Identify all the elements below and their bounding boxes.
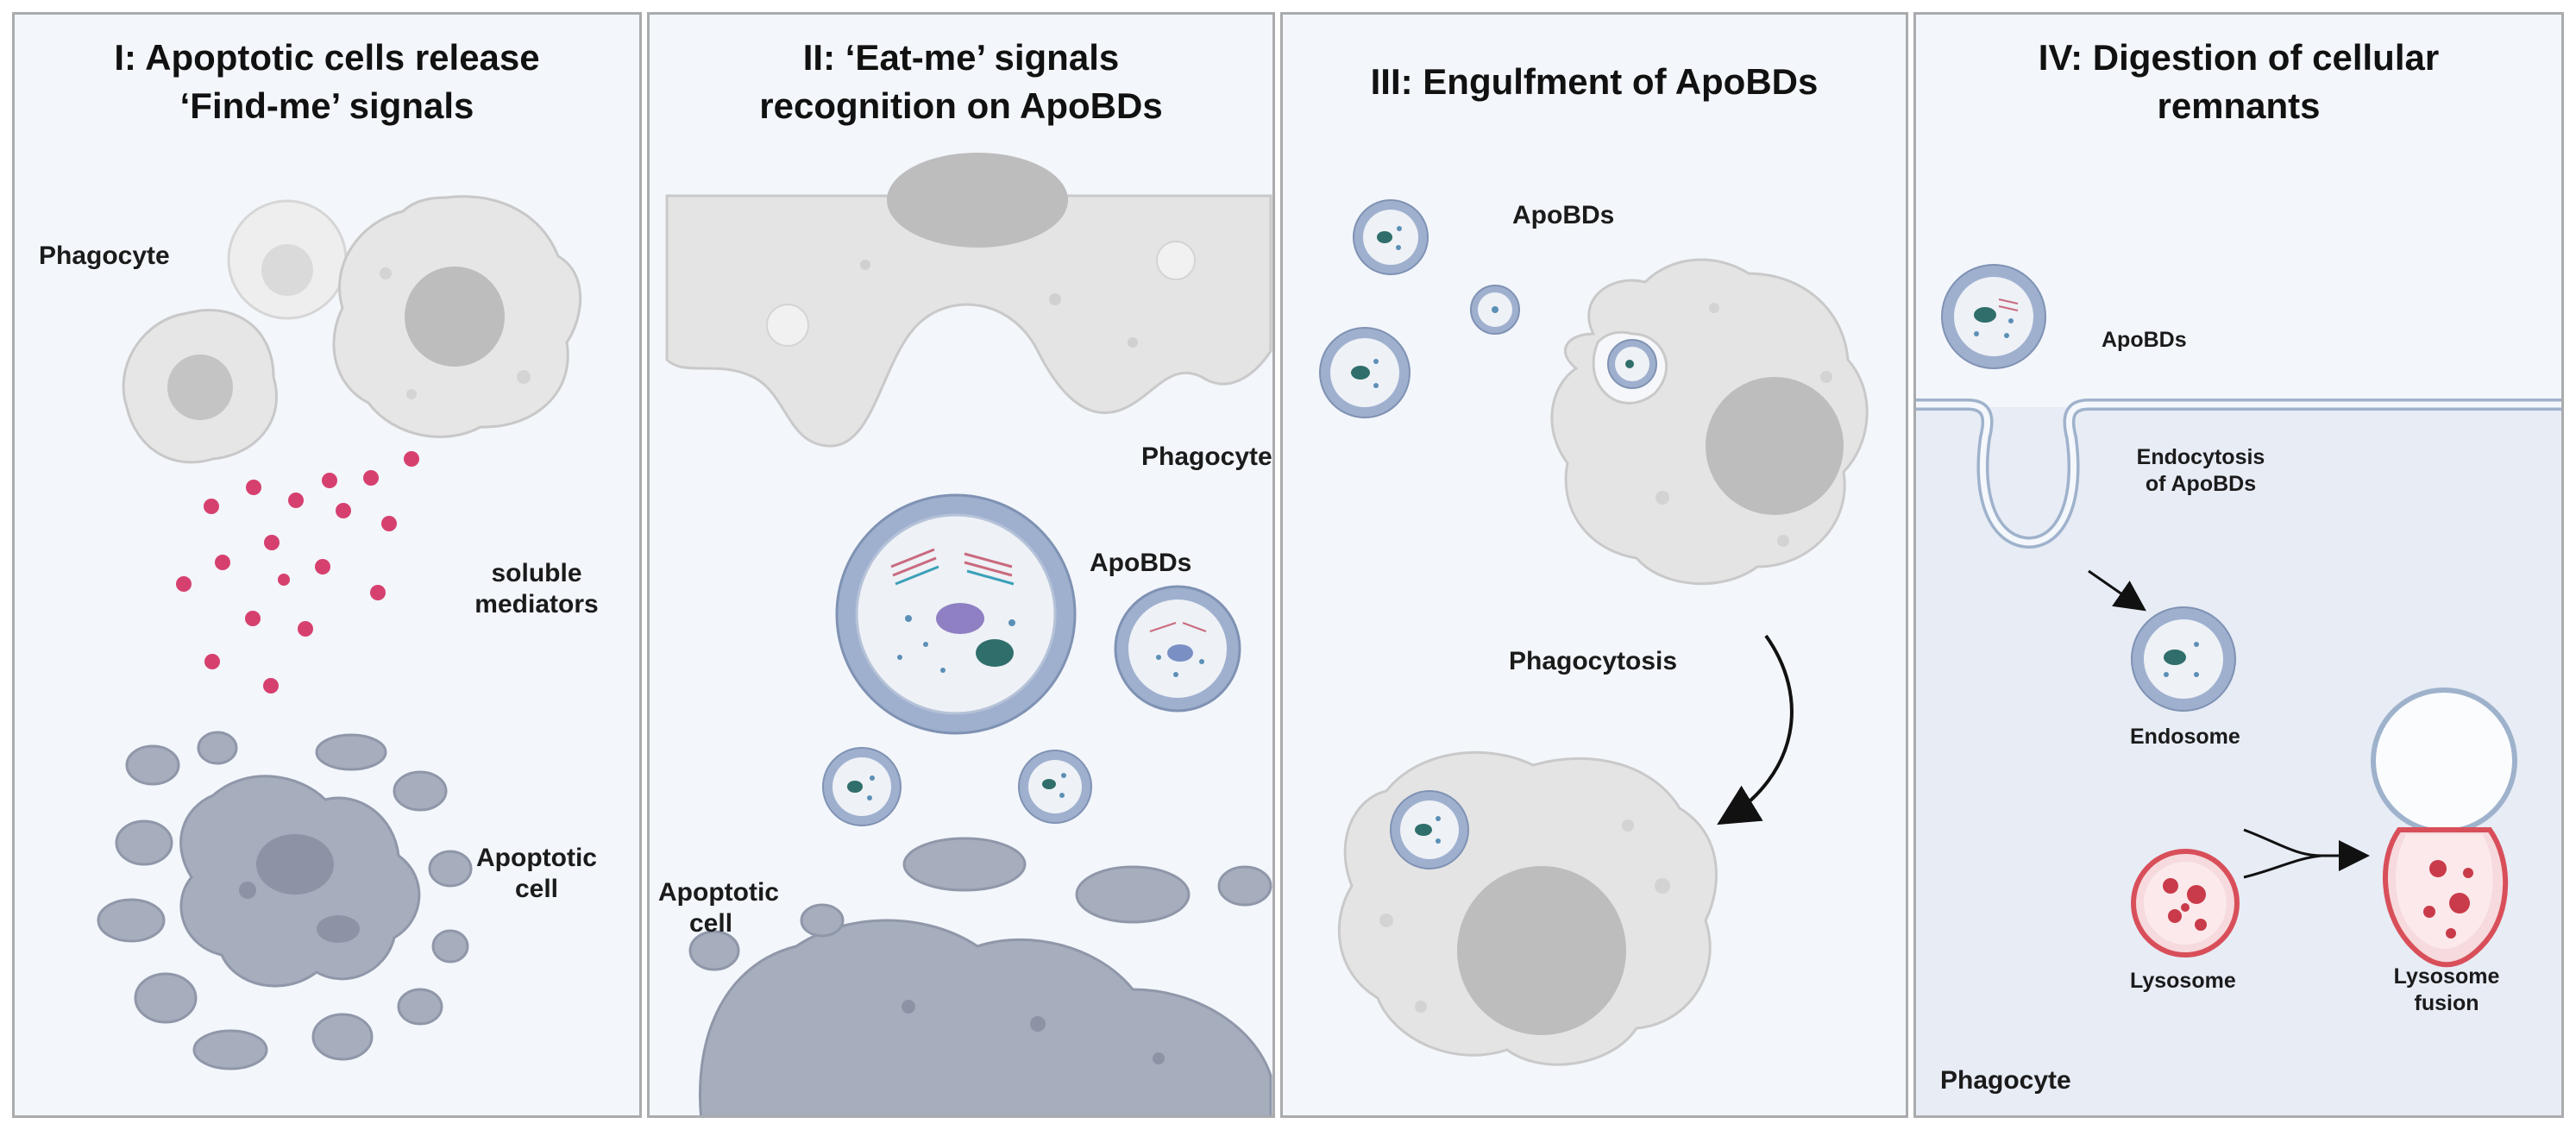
label-mediators-line-2: mediators — [474, 590, 599, 618]
apobd-free-top — [1353, 199, 1429, 275]
lysosome-fusion — [2371, 687, 2517, 968]
apoptotic-cell — [97, 731, 473, 1070]
panel-2-illustration — [665, 153, 1272, 1115]
phagocyte-cell-small — [227, 199, 348, 320]
label-phagocyte: Phagocyte — [1141, 443, 1272, 471]
phagocyte-membrane — [665, 153, 1272, 448]
phagocyte-cell-large — [332, 195, 582, 438]
panel-1-title-line-1: I: Apoptotic cells release — [114, 37, 540, 78]
label-soluble-mediators: soluble mediators — [450, 558, 623, 620]
panel-4-title-line-2: remnants — [2157, 85, 2321, 126]
apobd-small-left — [822, 747, 902, 826]
panel-1-title-line-2: ‘Find-me’ signals — [179, 85, 474, 126]
apobd-medium — [1114, 585, 1241, 713]
panel-eat-me-signals: II: ‘Eat-me’ signals recognition on ApoB… — [647, 12, 1275, 1118]
apobd-large — [835, 493, 1077, 735]
lysosome — [2131, 849, 2240, 957]
label-phagocyte: Phagocyte — [39, 242, 170, 270]
label-endocytosis-line-2: of ApoBDs — [2145, 472, 2257, 496]
apoptotic-inclusions — [902, 1000, 1165, 1064]
panel-1-title: I: Apoptotic cells release ‘Find-me’ sig… — [15, 34, 639, 130]
panel-digestion: IV: Digestion of cellular remnants ApoBD… — [1913, 12, 2564, 1118]
panel-4-title-line-1: IV: Digestion of cellular — [2038, 37, 2440, 78]
label-apoptotic-cell: Apoptotic cell — [459, 843, 614, 905]
panel-4-illustration — [1916, 264, 2561, 1115]
phagocytosis-arrow — [1717, 634, 1794, 826]
panel-find-me-signals: I: Apoptotic cells release ‘Find-me’ sig… — [12, 12, 642, 1118]
phagocyte-cell-left — [122, 308, 278, 464]
label-endosome: Endosome — [2130, 725, 2240, 749]
panel-2-title-line-1: II: ‘Eat-me’ signals — [802, 37, 1120, 78]
panel-engulfment: III: Engulfment of ApoBDs ApoBDs Phagocy… — [1280, 12, 1908, 1118]
panel-3-illustration — [1319, 199, 1869, 1066]
label-apoptotic-line-2: cell — [514, 875, 559, 903]
panel-3-title: III: Engulfment of ApoBDs — [1370, 61, 1819, 102]
fusion-arrow-upper — [2243, 828, 2322, 857]
soluble-mediator-dots — [176, 451, 419, 694]
label-lysosome-fusion: Lysosome fusion — [2369, 964, 2524, 1017]
apobd-small-right — [1018, 750, 1092, 824]
apobd-free-left — [1319, 327, 1411, 418]
fusion-arrow-lower — [2243, 854, 2322, 879]
label-apoptotic-line-2: cell — [689, 909, 733, 938]
apobd-extracellular — [1941, 264, 2046, 369]
label-lysosome: Lysosome — [2130, 969, 2236, 993]
label-apobds: ApoBDs — [2102, 328, 2187, 352]
apobd-free-small — [1470, 285, 1520, 335]
label-apobds: ApoBDs — [1512, 201, 1615, 229]
panel-1-illustration — [97, 195, 582, 1070]
label-fusion-line-1: Lysosome — [2393, 964, 2500, 989]
label-apoptotic-line-1: Apoptotic — [476, 844, 597, 872]
endocytosis-arrow — [2088, 569, 2146, 612]
phagocyte-with-engulfed-apobd — [1337, 750, 1718, 1066]
label-phagocytosis: Phagocytosis — [1509, 647, 1678, 675]
label-apoptotic-cell: Apoptotic cell — [658, 877, 779, 939]
endosome — [2131, 606, 2236, 712]
apoptotic-cell-inclusions — [239, 834, 360, 943]
panel-2-title-line-2: recognition on ApoBDs — [759, 85, 1163, 126]
label-apoptotic-line-1: Apoptotic — [658, 878, 779, 907]
phagocyte-engulfing — [1550, 258, 1869, 586]
panel-2-title: II: ‘Eat-me’ signals recognition on ApoB… — [650, 34, 1272, 130]
panel-4-title: IV: Digestion of cellular remnants — [1916, 34, 2561, 130]
label-mediators-line-1: soluble — [491, 559, 582, 587]
label-fusion-line-2: fusion — [2414, 991, 2479, 1015]
label-endocytosis-line-1: Endocytosis — [2136, 445, 2265, 469]
label-apobds: ApoBDs — [1090, 549, 1192, 577]
label-endocytosis-of-apobds: Endocytosis of ApoBDs — [2114, 444, 2287, 498]
label-phagocyte: Phagocyte — [1940, 1066, 2071, 1095]
apoptotic-cell — [688, 837, 1272, 1115]
